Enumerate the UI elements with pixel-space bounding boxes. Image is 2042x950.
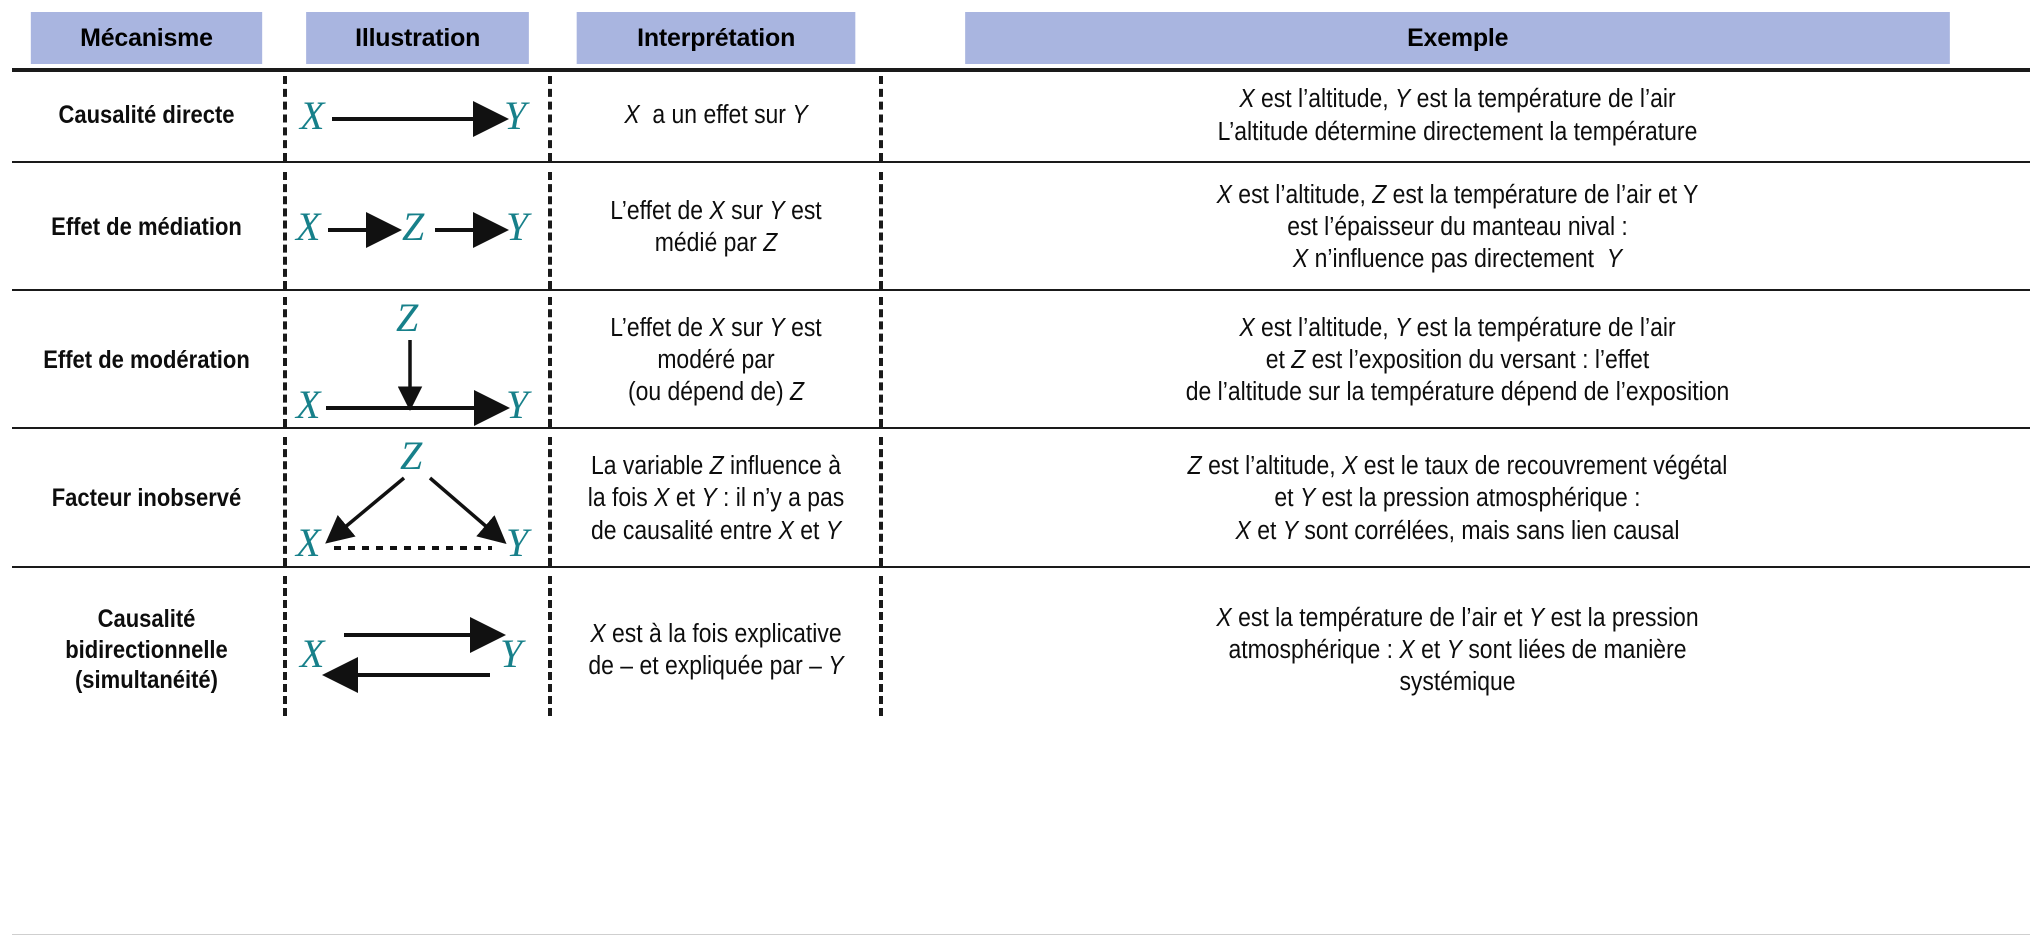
row-effet-de-moderation-illustration: Z X Y bbox=[288, 293, 546, 427]
divider-col3-row2 bbox=[879, 172, 883, 289]
column-header-mecanisme-label: Mécanisme bbox=[80, 23, 213, 52]
divider-col2-row4 bbox=[548, 437, 552, 566]
node-x-label: X bbox=[294, 520, 322, 565]
node-x-label: X bbox=[298, 631, 326, 676]
divider-col3-row4 bbox=[879, 437, 883, 566]
interpretation-text: L’effet de X sur Y est modéré par (ou dé… bbox=[610, 313, 822, 407]
interpretation-text: L’effet de X sur Y est médié par Z bbox=[610, 196, 822, 257]
row-causalite-bidirectionnelle-exemple: X est la température de l’air et Y est l… bbox=[942, 570, 1973, 730]
rule-row1-bottom bbox=[12, 161, 2030, 163]
mecanisme-label: Causalité directe bbox=[58, 101, 235, 130]
row-causalite-directe-mecanisme: Causalité directe bbox=[28, 70, 265, 161]
table-header-row: Mécanisme Illustration Interprétation Ex… bbox=[0, 12, 2042, 64]
divider-col2-row3 bbox=[548, 297, 552, 427]
bidirectional-diagram: X Y bbox=[298, 617, 526, 693]
exemple-text: X est l’altitude, Z est la température d… bbox=[1216, 180, 1699, 274]
exemple-text: X est l’altitude, Y est la température d… bbox=[1217, 85, 1698, 146]
row-causalite-bidirectionnelle-interpretation: X est à la fois explicative de – et expl… bbox=[570, 570, 862, 730]
edge-z-to-y bbox=[428, 476, 507, 544]
divider-col1-row3 bbox=[283, 297, 287, 427]
exemple-text: X est l’altitude, Y est la température d… bbox=[1185, 313, 1730, 407]
node-y-label: Y bbox=[506, 382, 532, 427]
divider-col2-row5 bbox=[548, 576, 552, 716]
row-effet-de-mediation-illustration: X Z Y bbox=[288, 165, 546, 289]
divider-col3-row1 bbox=[879, 76, 883, 161]
rule-table-bottom bbox=[12, 934, 2030, 935]
node-y-label: Y bbox=[504, 93, 530, 138]
mecanisme-line-1: Causalité bbox=[97, 605, 196, 634]
interpretation-text: X est à la fois explicative de – et expl… bbox=[588, 619, 844, 680]
node-x-label: X bbox=[298, 93, 326, 138]
rule-under-header bbox=[12, 68, 2030, 72]
row-effet-de-mediation-mecanisme: Effet de médiation bbox=[28, 165, 265, 289]
exemple-text: Z est l’altitude, X est le taux de recou… bbox=[1187, 452, 1728, 545]
interpretation-text: X a un effet sur Y bbox=[624, 101, 808, 130]
node-y-label: Y bbox=[506, 520, 532, 565]
rule-row2-bottom bbox=[12, 289, 2030, 291]
node-z-label: Z bbox=[402, 204, 425, 249]
mecanisme-label: Facteur inobservé bbox=[51, 484, 242, 513]
row-effet-de-moderation-mecanisme: Effet de modération bbox=[28, 293, 265, 427]
column-header-exemple-label: Exemple bbox=[1406, 23, 1509, 52]
row-facteur-inobserve-interpretation: La variable Z influence à la fois X et Y… bbox=[570, 431, 862, 566]
row-effet-de-moderation-interpretation: L’effet de X sur Y est modéré par (ou dé… bbox=[570, 293, 862, 427]
mecanisme-label: Causalité bidirectionnelle (simultanéité… bbox=[65, 604, 228, 696]
confounder-diagram: Z X Y bbox=[294, 433, 532, 565]
moderation-diagram: Z X Y bbox=[294, 295, 532, 427]
column-header-exemple: Exemple bbox=[965, 12, 1950, 64]
divider-col2-row2 bbox=[548, 172, 552, 289]
mecanisme-line-3: (simultanéité) bbox=[74, 666, 218, 695]
node-x-label: X bbox=[294, 204, 322, 249]
mediation-diagram: X Z Y bbox=[294, 204, 532, 249]
column-header-illustration: Illustration bbox=[306, 12, 529, 64]
row-causalite-directe-illustration: X Y bbox=[288, 70, 546, 161]
interpretation-text: La variable Z influence à la fois X et Y… bbox=[587, 452, 845, 545]
column-header-illustration-label: Illustration bbox=[354, 23, 481, 52]
divider-col1-row4 bbox=[283, 437, 287, 566]
row-facteur-inobserve-exemple: Z est l’altitude, X est le taux de recou… bbox=[942, 431, 1973, 566]
column-header-interpretation: Interprétation bbox=[576, 12, 856, 64]
divider-col1-row1 bbox=[283, 76, 287, 161]
row-effet-de-moderation-exemple: X est l’altitude, Y est la température d… bbox=[942, 293, 1973, 427]
node-z-label: Z bbox=[396, 295, 419, 340]
node-x-label: X bbox=[294, 382, 322, 427]
divider-col2-row1 bbox=[548, 76, 552, 161]
row-effet-de-mediation-interpretation: L’effet de X sur Y est médié par Z bbox=[570, 165, 862, 289]
node-y-label: Y bbox=[506, 204, 532, 249]
row-causalite-bidirectionnelle-illustration: X Y bbox=[288, 570, 546, 730]
column-header-interpretation-label: Interprétation bbox=[637, 23, 795, 52]
edge-z-to-x bbox=[325, 476, 406, 544]
row-facteur-inobserve-mecanisme: Facteur inobservé bbox=[28, 431, 265, 566]
row-causalite-directe-interpretation: X a un effet sur Y bbox=[570, 70, 862, 161]
divider-col1-row5 bbox=[283, 576, 287, 716]
column-header-mecanisme: Mécanisme bbox=[30, 12, 263, 64]
node-z-label: Z bbox=[400, 433, 423, 478]
rule-row3-bottom bbox=[12, 427, 2030, 429]
row-causalite-directe-exemple: X est l’altitude, Y est la température d… bbox=[942, 70, 1973, 161]
row-causalite-bidirectionnelle-mecanisme: Causalité bidirectionnelle (simultanéité… bbox=[28, 570, 265, 730]
node-y-label: Y bbox=[500, 631, 526, 676]
direct-arrow-diagram: X Y bbox=[298, 93, 530, 138]
exemple-text: X est la température de l’air et Y est l… bbox=[1216, 603, 1699, 697]
rule-row4-bottom bbox=[12, 566, 2030, 568]
divider-col1-row2 bbox=[283, 172, 287, 289]
row-facteur-inobserve-illustration: Z X Y bbox=[288, 431, 546, 566]
mecanisme-label: Effet de modération bbox=[43, 345, 250, 374]
row-effet-de-mediation-exemple: X est l’altitude, Z est la température d… bbox=[942, 165, 1973, 289]
divider-col3-row5 bbox=[879, 576, 883, 716]
divider-col3-row3 bbox=[879, 297, 883, 427]
mecanisme-line-2: bidirectionnelle bbox=[65, 635, 228, 664]
mecanisme-label: Effet de médiation bbox=[51, 212, 242, 241]
